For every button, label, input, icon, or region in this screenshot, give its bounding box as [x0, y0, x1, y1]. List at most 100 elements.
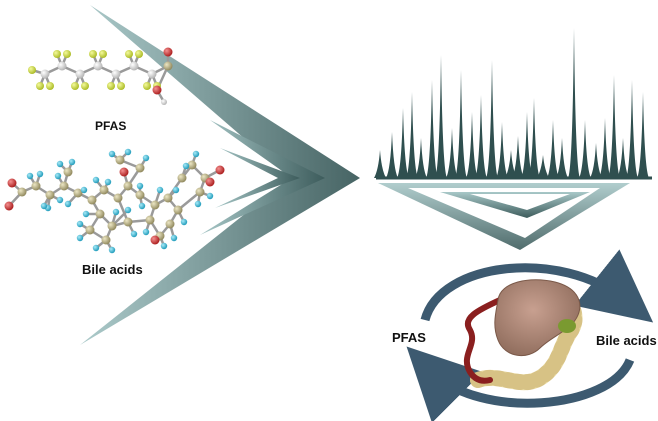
atom: [101, 235, 111, 245]
atom: [87, 195, 97, 205]
atom: [145, 215, 155, 225]
spectrum-peak: [626, 80, 638, 178]
atom: [150, 200, 160, 210]
spectrum-peak: [406, 92, 418, 178]
chevron-small: [215, 148, 300, 208]
spectrum-peak: [505, 150, 517, 178]
atom: [99, 185, 109, 195]
atom: [46, 82, 54, 90]
blood-vessel-icon: [463, 297, 503, 384]
spectrum-peak: [617, 138, 629, 178]
atom: [76, 234, 84, 242]
atom: [135, 190, 145, 200]
atom: [142, 228, 150, 236]
atom: [28, 66, 36, 74]
bond: [177, 191, 201, 211]
bile-acid-molecule-icon: [4, 148, 225, 254]
atom: [59, 181, 69, 191]
spectrum-peak: [556, 138, 568, 178]
atom: [215, 165, 225, 175]
atom: [40, 202, 48, 210]
spectrum-peak: [486, 60, 498, 178]
atom: [124, 148, 132, 156]
atom: [108, 150, 116, 158]
atom: [163, 61, 173, 71]
atom: [64, 200, 72, 208]
atom: [36, 82, 44, 90]
spectrum-peak: [386, 132, 398, 178]
atom: [180, 218, 188, 226]
atom: [85, 225, 95, 235]
atom: [53, 50, 61, 58]
atom: [172, 186, 180, 194]
atom: [26, 172, 34, 180]
atom: [95, 209, 105, 219]
spectrum-peak: [537, 155, 549, 178]
down-chevrons: [378, 183, 630, 250]
atom: [138, 202, 146, 210]
atom: [160, 242, 168, 250]
atom: [107, 82, 115, 90]
spectrum-peak: [568, 28, 580, 178]
atom: [63, 50, 71, 58]
cycle-arrow-top: [420, 249, 654, 323]
atom: [156, 186, 164, 194]
pfas-molecule-icon: [28, 47, 173, 105]
spectrum-peak: [608, 75, 620, 178]
spectrum-peak: [637, 92, 649, 178]
atom: [104, 178, 112, 186]
atom: [107, 221, 117, 231]
spectrum-peak: [528, 98, 540, 178]
atom: [165, 219, 175, 229]
spectrum-peak: [599, 118, 611, 178]
cycle-bile-acids-label: Bile acids: [596, 333, 657, 348]
spectrum-peak: [590, 143, 602, 178]
spectrum-peak: [547, 120, 559, 178]
atom: [182, 162, 190, 170]
bile-acid-molecule-label: Bile acids: [82, 262, 143, 277]
atom: [119, 167, 129, 177]
atom: [99, 50, 107, 58]
mass-spectrum-icon: [374, 28, 652, 180]
atom: [93, 61, 103, 71]
atom: [56, 196, 64, 204]
spectrum-peak: [446, 128, 458, 178]
pfas-molecule-label: PFAS: [95, 119, 127, 133]
atom: [4, 201, 14, 211]
atom: [135, 163, 145, 173]
atom: [113, 193, 123, 203]
atom: [80, 186, 88, 194]
atom: [177, 173, 187, 183]
atom: [130, 230, 138, 238]
spectrum-peak: [496, 122, 508, 178]
atom: [117, 82, 125, 90]
atom: [129, 61, 139, 71]
atom: [108, 246, 116, 254]
atom: [54, 172, 62, 180]
atom: [205, 177, 215, 187]
atom: [143, 82, 151, 90]
spectrum-peak: [455, 70, 467, 178]
spectrum-peak: [415, 138, 427, 178]
cycle-arrow-bottom: [406, 346, 635, 421]
atom: [31, 181, 41, 191]
spectrum-peak: [374, 150, 386, 178]
spectrum-peak: [397, 108, 409, 178]
atom: [161, 99, 167, 105]
atom: [63, 167, 73, 177]
spectrum-peak: [466, 112, 478, 178]
atom: [92, 176, 100, 184]
atom: [17, 187, 27, 197]
spectrum-peak: [426, 80, 438, 178]
gallbladder-icon: [558, 319, 576, 333]
atom: [73, 188, 83, 198]
atom: [206, 192, 214, 200]
atom: [163, 47, 173, 57]
atom: [125, 50, 133, 58]
atom: [123, 181, 133, 191]
spectrum-peak: [512, 136, 524, 178]
atom: [136, 182, 144, 190]
atom: [71, 82, 79, 90]
atom: [56, 160, 64, 168]
spectrum-peak: [435, 55, 447, 178]
